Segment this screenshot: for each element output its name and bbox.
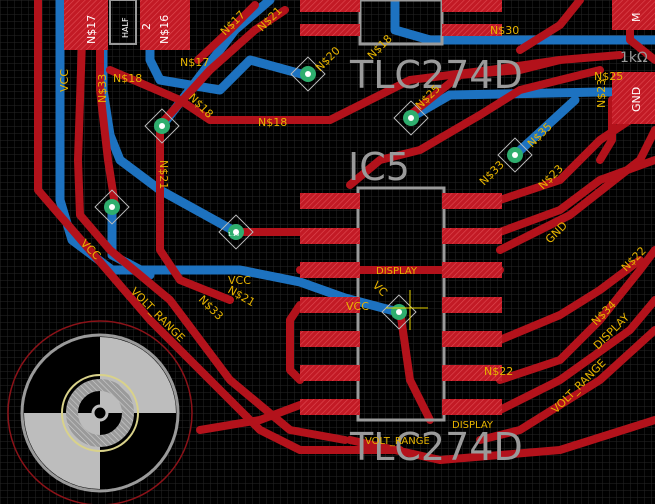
ic5-pad-3[interactable] (300, 262, 360, 278)
ic5-pad-8[interactable] (442, 399, 502, 415)
right-pad-m[interactable] (612, 0, 655, 30)
hole-ring-hatch (66, 379, 134, 447)
ic5-pad-9[interactable] (442, 365, 502, 381)
trace-pin-right-b[interactable] (496, 156, 655, 236)
ic-top-outline (358, 0, 444, 46)
r16-label: N$16 (158, 15, 171, 44)
component-right-gnd[interactable]: GND (612, 72, 655, 124)
ic-top-pad-l1[interactable] (300, 0, 360, 12)
r17-label: N$17 (85, 15, 98, 44)
component-half[interactable]: HALF (109, 0, 137, 45)
trace-n23[interactable] (346, 66, 604, 189)
trace-n17-diag[interactable] (156, 6, 289, 129)
net-label: N$21 (157, 160, 170, 189)
ic5-pad-1[interactable] (300, 193, 360, 209)
ic5-pad-10[interactable] (442, 331, 502, 347)
hole-clearance (7, 320, 193, 504)
net-label: N$22 (484, 365, 513, 378)
net-label: VCC (346, 300, 369, 313)
net-label: VOLT_RANGE (365, 436, 430, 447)
trace-gnd-diag[interactable] (496, 126, 655, 254)
net-label: N$18 (113, 72, 142, 85)
via-n20[interactable] (290, 56, 326, 92)
net-label: N$18 (258, 116, 287, 129)
hole-center (91, 404, 109, 422)
right-pad-gnd[interactable] (612, 72, 655, 124)
net-label: N$25 (594, 70, 623, 83)
resistor-r16[interactable]: 2 N$16 (140, 0, 190, 50)
ic5-value: TLC274D (349, 425, 523, 469)
half-label: HALF (121, 17, 130, 38)
resistor-r17[interactable]: N$17 (64, 0, 108, 50)
ic5-pad-14[interactable] (442, 193, 502, 209)
ic-top-pad-l2[interactable] (300, 24, 360, 36)
ic-top-pad-r2[interactable] (442, 24, 502, 36)
trace-n21-vert[interactable] (156, 126, 234, 304)
right-m-label: M (630, 13, 643, 23)
trace-n33-left[interactable] (96, 26, 119, 209)
ic5-pad-5[interactable] (300, 331, 360, 347)
net-label: DISPLAY (452, 420, 494, 431)
via-n25[interactable] (393, 100, 429, 136)
trace-display-right[interactable] (496, 296, 655, 414)
r16-pad[interactable] (140, 0, 190, 50)
net-label: N$30 (490, 24, 519, 37)
trace-ic-bottom-loop[interactable] (196, 401, 304, 434)
via-small-label: 1.16 (228, 232, 239, 238)
ic5-pad-13[interactable] (442, 228, 502, 244)
ic5-pad-4[interactable] (300, 297, 360, 313)
via-n18[interactable] (144, 108, 180, 144)
ic5-pad-7[interactable] (300, 399, 360, 415)
half-num: 2 (140, 23, 153, 30)
hole-ring-outer (20, 333, 180, 493)
net-label: VCC (228, 274, 251, 287)
trace-top-right-arc[interactable] (516, 0, 584, 54)
ic5-pad-12[interactable] (442, 262, 502, 278)
resistor-value: 1kΩ (620, 50, 648, 66)
ic5-pad-2[interactable] (300, 228, 360, 244)
net-label: VCC (58, 69, 71, 92)
ic-top-pad-r1[interactable] (442, 0, 502, 12)
trace-pin-left-b[interactable] (286, 301, 304, 384)
trace-volt-range-left[interactable] (34, 0, 404, 454)
ic-top-package[interactable] (300, 0, 502, 46)
via-left[interactable] (94, 189, 130, 225)
right-gnd-label: GND (630, 87, 643, 112)
trace-via-diag[interactable] (396, 306, 434, 424)
via-n35[interactable] (497, 137, 533, 173)
ic5-left-pads (300, 193, 360, 415)
net-label: N$23 (595, 79, 608, 108)
ic5-pad-11[interactable] (442, 297, 502, 313)
trace-n22[interactable] (496, 246, 655, 384)
net-label: DISPLAY (376, 266, 418, 277)
ic5-right-pads (442, 193, 502, 415)
trace-bottom-right-long[interactable] (346, 416, 655, 464)
half-body (109, 0, 137, 45)
mounting-hole[interactable] (7, 320, 193, 504)
trace-volt-range-right[interactable] (476, 326, 655, 444)
cursor-crosshair (386, 290, 428, 330)
trace-n25[interactable] (406, 56, 564, 119)
r17-pad[interactable] (64, 0, 108, 50)
net-label: N$17 (180, 56, 209, 69)
component-right-top[interactable]: M (612, 0, 655, 30)
net-label: N$33 (96, 74, 109, 103)
via-mid[interactable] (218, 214, 254, 250)
trace-n17-top[interactable] (194, 1, 259, 64)
ic-top-value: TLC274D (349, 53, 523, 97)
trace-blue-n35[interactable] (510, 95, 580, 160)
ic5-name: IC5 (348, 145, 410, 189)
ic5-pad-6[interactable] (300, 365, 360, 381)
hole-ring-mid (61, 374, 139, 452)
trace-n34[interactable] (496, 256, 644, 344)
